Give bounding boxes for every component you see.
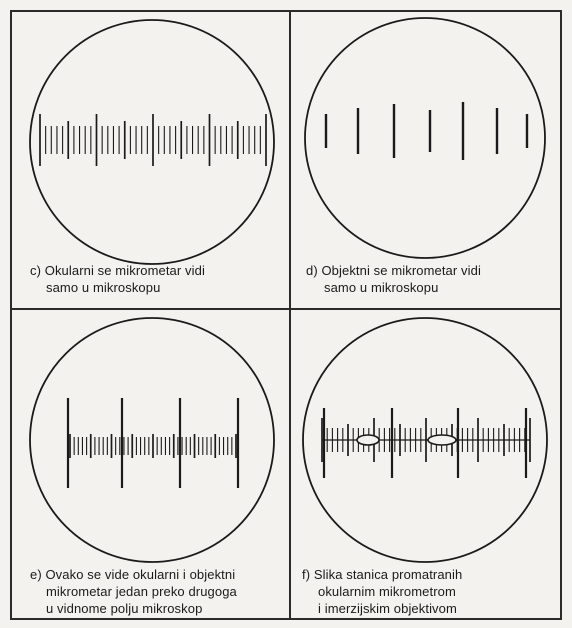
caption-line: i imerzijskim objektivom [302, 600, 462, 617]
ocular-micrometer-scale [322, 408, 530, 478]
caption-f: f) Slika stanica promatranih okularnim m… [302, 566, 462, 617]
cell-ellipse [357, 435, 379, 445]
cell-ellipse [428, 435, 456, 445]
caption-line: okularnim mikrometrom [302, 583, 462, 600]
caption-line: f) Slika stanica promatranih [302, 566, 462, 583]
